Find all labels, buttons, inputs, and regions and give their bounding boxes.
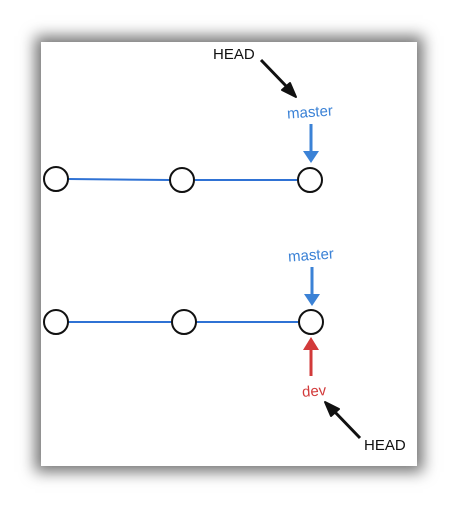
diagram-card <box>41 42 417 466</box>
bottom-commit-node-1 <box>43 309 69 335</box>
bottom-master-arrow-icon <box>304 267 320 306</box>
bottom-commit-node-3 <box>298 309 324 335</box>
top-commit-node-2 <box>169 167 195 193</box>
bottom-commit-node-2 <box>171 309 197 335</box>
bottom-master-label: master <box>287 245 334 265</box>
dev-arrow-icon <box>303 337 319 376</box>
top-head-arrow-icon <box>259 58 297 98</box>
top-head-label: HEAD <box>213 46 255 63</box>
top-master-arrow-icon <box>303 124 319 163</box>
bottom-head-arrow-icon <box>324 401 362 440</box>
top-master-label: master <box>286 102 333 122</box>
bottom-commit-graph <box>43 309 324 335</box>
dev-label: dev <box>301 382 327 401</box>
top-commit-node-3 <box>297 167 323 193</box>
top-commit-graph <box>43 166 323 193</box>
top-commit-node-1 <box>43 166 69 192</box>
bottom-head-label: HEAD <box>364 437 406 454</box>
top-commit-line-1 <box>67 178 171 181</box>
